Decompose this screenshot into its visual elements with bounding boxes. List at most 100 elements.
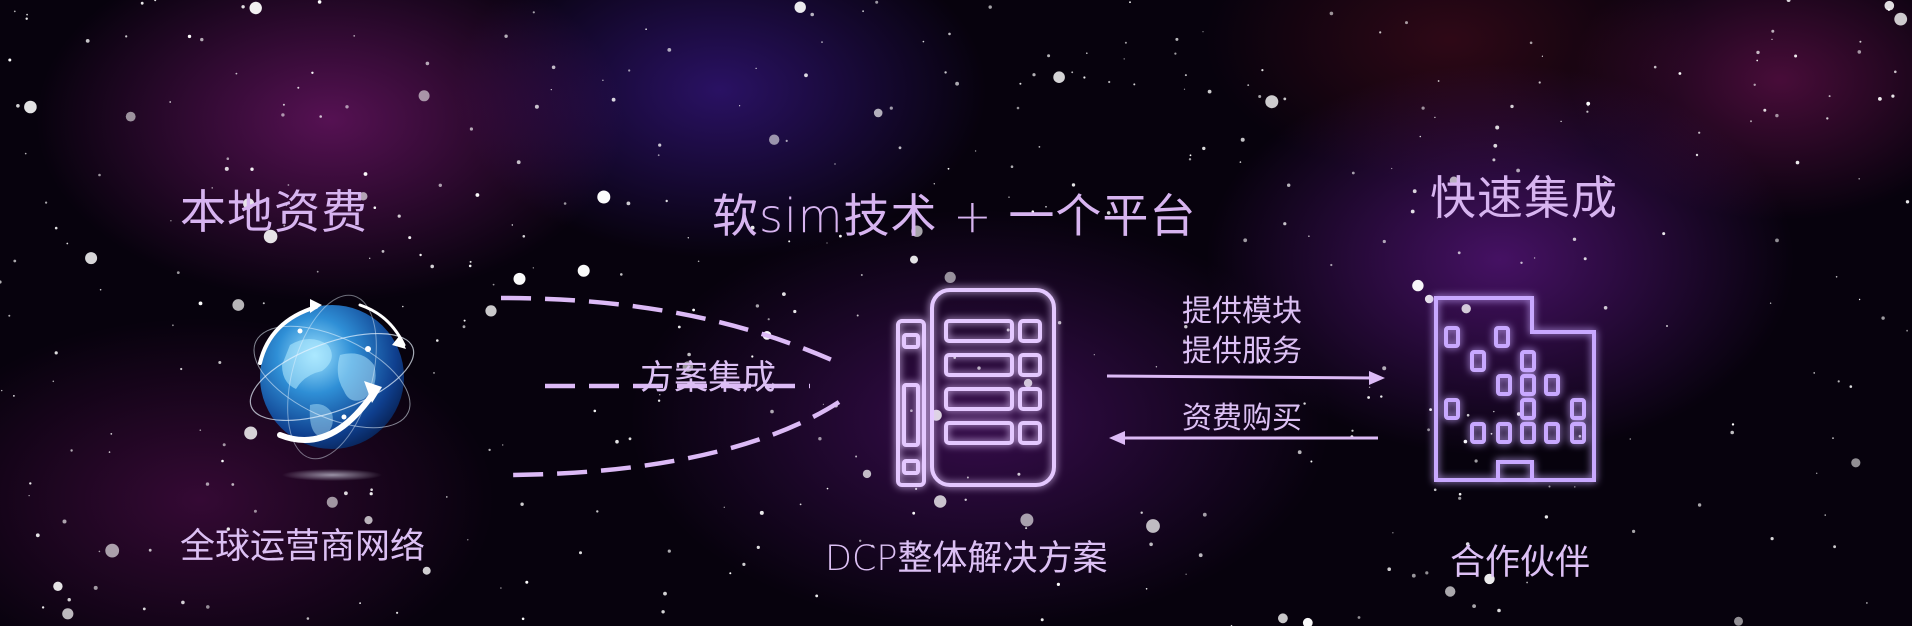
star	[1247, 84, 1250, 86]
star	[687, 352, 691, 357]
star	[1695, 153, 1699, 157]
star	[1544, 515, 1549, 519]
star	[550, 89, 552, 91]
star	[66, 242, 69, 245]
star	[1263, 306, 1265, 309]
star	[311, 71, 314, 75]
star	[1466, 413, 1470, 417]
star	[1526, 570, 1530, 575]
star	[551, 65, 556, 70]
star	[353, 35, 356, 37]
star	[1859, 40, 1862, 43]
star	[125, 111, 136, 122]
star	[822, 403, 825, 405]
star	[839, 234, 842, 238]
star	[665, 199, 668, 203]
star	[425, 61, 430, 66]
star	[944, 271, 956, 283]
star	[142, 607, 146, 611]
star	[235, 72, 238, 75]
star	[1258, 95, 1262, 98]
star	[253, 509, 257, 513]
star	[513, 272, 526, 285]
star	[687, 237, 689, 239]
star	[24, 100, 37, 114]
star	[933, 183, 935, 185]
star	[1538, 81, 1541, 84]
star	[723, 506, 725, 508]
star	[1533, 257, 1536, 259]
star	[682, 361, 694, 373]
star	[381, 250, 385, 253]
star	[1391, 167, 1393, 170]
star	[13, 10, 16, 13]
star	[1858, 178, 1860, 180]
star	[1603, 181, 1608, 185]
integration-loop-dashed	[500, 295, 844, 478]
star	[1412, 189, 1417, 194]
star	[1086, 52, 1088, 54]
star	[232, 299, 245, 311]
star	[206, 605, 210, 609]
star	[1083, 76, 1086, 79]
star	[1433, 488, 1437, 492]
star	[1020, 513, 1034, 527]
star	[1189, 154, 1192, 157]
star	[306, 617, 310, 620]
star	[1382, 366, 1387, 371]
star	[345, 105, 349, 109]
star	[1145, 588, 1148, 590]
star	[1425, 571, 1429, 575]
star	[1256, 358, 1261, 362]
star	[170, 220, 172, 222]
star	[1763, 108, 1767, 112]
star	[1106, 211, 1111, 215]
star	[1429, 408, 1432, 411]
star	[729, 572, 732, 575]
star	[29, 482, 32, 485]
arrow-to-partner	[1106, 371, 1385, 385]
star	[799, 503, 802, 506]
star	[8, 58, 12, 62]
star	[28, 495, 30, 497]
star	[418, 90, 430, 102]
star	[25, 17, 28, 20]
star	[99, 288, 102, 291]
star	[1175, 37, 1179, 41]
star	[1653, 65, 1657, 69]
star	[1884, 0, 1895, 11]
star	[1851, 458, 1861, 468]
star	[1411, 573, 1416, 578]
star	[1832, 437, 1834, 439]
star	[1520, 261, 1523, 264]
star	[756, 545, 760, 550]
star	[282, 103, 285, 106]
star	[815, 594, 819, 598]
star	[1149, 542, 1153, 547]
star	[1574, 486, 1576, 488]
star	[8, 314, 11, 317]
star	[221, 459, 224, 463]
star	[1133, 83, 1136, 86]
star	[1794, 54, 1798, 58]
star	[205, 482, 210, 486]
star	[1410, 209, 1415, 214]
star	[1006, 328, 1010, 332]
star	[859, 539, 862, 542]
star	[1016, 106, 1020, 110]
star	[911, 225, 923, 237]
star	[988, 5, 992, 9]
star	[563, 202, 567, 205]
star	[1129, 1, 1131, 4]
star	[1202, 146, 1206, 151]
star	[140, 1, 144, 5]
star	[615, 439, 619, 444]
star	[1541, 55, 1543, 57]
star	[396, 611, 399, 614]
arrow-from-partner	[1109, 431, 1378, 445]
star	[1008, 196, 1010, 198]
star	[180, 367, 183, 371]
star	[218, 361, 222, 364]
star	[226, 527, 230, 531]
star	[1287, 183, 1291, 187]
